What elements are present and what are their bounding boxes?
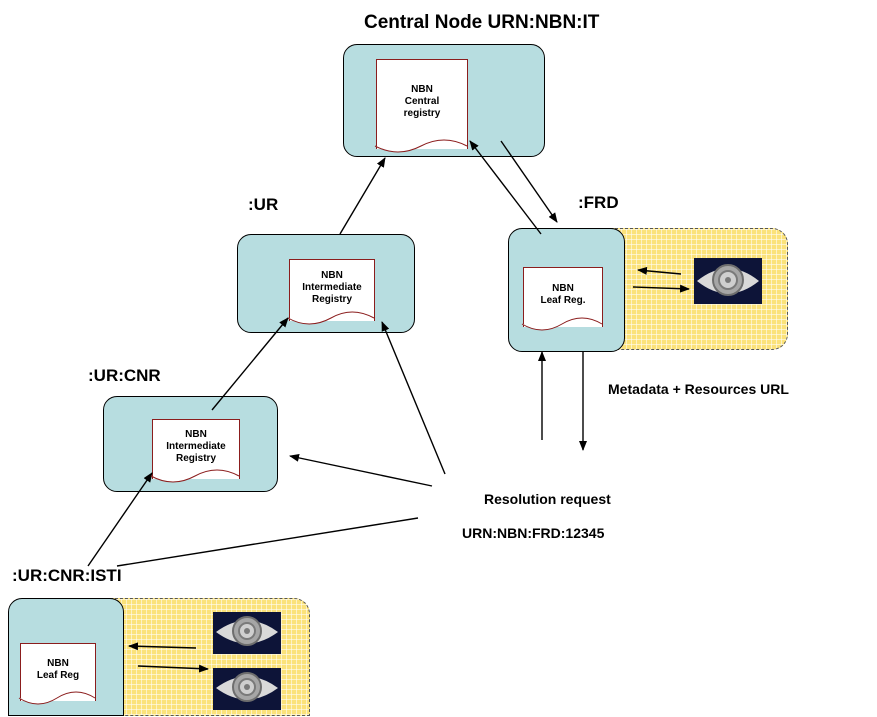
open-archives-icon[interactable] — [213, 668, 281, 710]
central-registry-label: NBN Central registry — [403, 83, 441, 119]
isti-leaf-registry-label: NBN Leaf Reg — [36, 657, 80, 681]
resolution-request-urn: URN:NBN:FRD:12345 — [462, 525, 605, 541]
open-archives-icon[interactable] — [213, 612, 281, 654]
cnr-intermediate-registry-doc: NBN Intermediate Registry — [152, 419, 240, 479]
arrow-icon-to-frd-leaf — [637, 266, 682, 275]
frd-leaf-registry-doc: NBN Leaf Reg. — [523, 267, 603, 327]
level-ur-label: :UR — [248, 195, 279, 214]
arrow-request-to-cnr — [289, 453, 433, 487]
ur-intermediate-node[interactable]: NBN Intermediate Registry — [237, 234, 415, 333]
open-archives-icon[interactable] — [694, 258, 762, 304]
arrow-cnr-to-ur — [211, 317, 289, 411]
cnr-intermediate-registry-label: NBN Intermediate Registry — [166, 428, 226, 464]
central-node[interactable]: NBN Central registry — [343, 44, 545, 157]
ur-intermediate-registry-doc: NBN Intermediate Registry — [289, 259, 375, 321]
frd-leaf-node[interactable]: NBN Leaf Reg. — [508, 228, 625, 352]
metadata-resources-label: Metadata + Resources URL — [608, 381, 789, 397]
arrow-isti-to-cnr — [87, 472, 153, 567]
arrow-ur-to-central — [339, 157, 386, 235]
arrow-request-to-ur — [381, 321, 446, 475]
frd-leaf-registry-label: NBN Leaf Reg. — [540, 282, 586, 306]
arrow-isti-leaf-to-icon — [137, 664, 209, 673]
isti-leaf-node[interactable]: NBN Leaf Reg — [8, 598, 124, 716]
level-ur-cnr-label: :UR:CNR — [88, 366, 161, 385]
isti-leaf-registry-doc: NBN Leaf Reg — [20, 643, 96, 701]
arrow-central-to-frd — [500, 140, 558, 223]
arrow-icon-to-isti-leaf — [128, 642, 197, 651]
central-node-title: Central Node URN:NBN:IT — [364, 12, 600, 33]
level-frd-label: :FRD — [578, 193, 619, 212]
ur-intermediate-registry-label: NBN Intermediate Registry — [302, 269, 362, 305]
arrow-request-to-isti — [116, 517, 419, 567]
arrow-frd-to-central — [469, 140, 542, 235]
resolution-request-title: Resolution request — [484, 491, 611, 507]
arrow-frd-leaf-to-icon — [632, 284, 690, 293]
central-registry-doc: NBN Central registry — [376, 59, 468, 149]
level-ur-cnr-isti-label: :UR:CNR:ISTI — [12, 566, 122, 585]
